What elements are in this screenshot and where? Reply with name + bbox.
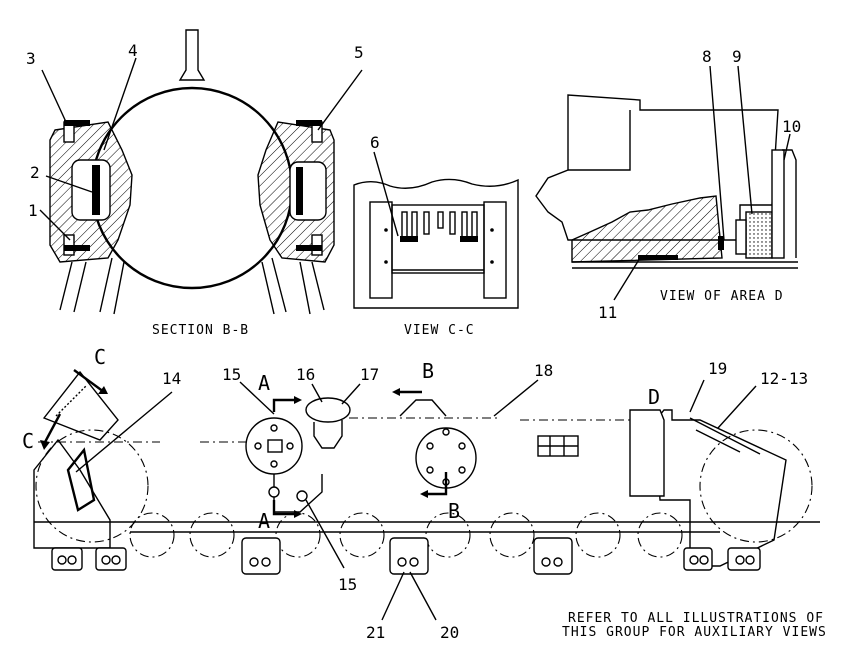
area-d-shim bbox=[638, 255, 678, 260]
callout-21: 21 bbox=[366, 623, 385, 642]
callout-19: 19 bbox=[708, 359, 727, 378]
front-guard bbox=[42, 370, 119, 441]
top-bracket bbox=[178, 29, 206, 81]
view-c-c bbox=[353, 151, 519, 309]
section-arrows bbox=[40, 369, 448, 518]
area-d-o-ring bbox=[718, 236, 724, 250]
callout-4: 4 bbox=[128, 41, 138, 60]
callout-15b: 15 bbox=[338, 575, 357, 594]
view-letter-a-lower: A bbox=[258, 509, 270, 533]
caption-view-c-c: VIEW C-C bbox=[404, 323, 475, 338]
view-c-outline bbox=[353, 178, 519, 309]
view-letter-c-lower: C bbox=[22, 429, 34, 453]
area-d-shaft bbox=[572, 261, 798, 269]
rear-guard bbox=[689, 417, 761, 455]
rear-idler bbox=[699, 429, 813, 543]
front-support bbox=[66, 447, 96, 512]
pivot-bracket bbox=[399, 399, 447, 417]
callout-11: 11 bbox=[598, 303, 617, 322]
caption-section-b-b: SECTION B-B bbox=[152, 323, 249, 338]
callout-18: 18 bbox=[534, 361, 553, 380]
area-d-ring bbox=[735, 219, 747, 255]
arrow-a-top bbox=[272, 398, 294, 412]
left-bearing-block bbox=[71, 159, 111, 221]
refer-note-line-1: REFER TO ALL ILLUSTRATIONS OF bbox=[568, 611, 824, 626]
left-seal-bar bbox=[92, 165, 100, 215]
view-letter-c-upper: C bbox=[94, 345, 106, 369]
view-letter-a-upper: A bbox=[258, 371, 270, 395]
callout-12-13: 12-13 bbox=[760, 369, 808, 388]
left-plate bbox=[369, 201, 393, 299]
refer-note-line-2: THIS GROUP FOR AUXILIARY VIEWS bbox=[562, 625, 827, 640]
area-d-hatch bbox=[571, 195, 723, 263]
callout-3: 3 bbox=[26, 49, 36, 68]
view-letters: C C A A B B D bbox=[22, 345, 660, 533]
arrow-c-top bbox=[73, 369, 105, 393]
area-d-collar bbox=[771, 149, 785, 259]
guard-body bbox=[391, 204, 485, 274]
area-d-seal bbox=[745, 211, 773, 259]
arrow-a-bottom bbox=[272, 500, 294, 516]
right-bearing-block bbox=[289, 161, 327, 221]
leg-2 bbox=[99, 257, 125, 315]
view-area-d bbox=[535, 65, 798, 301]
callout-17: 17 bbox=[360, 365, 379, 384]
cover-cap bbox=[305, 397, 351, 423]
right-plate bbox=[483, 201, 507, 299]
view-letter-b-upper: B bbox=[422, 359, 434, 383]
plate-bracket bbox=[273, 474, 323, 513]
callout-9: 9 bbox=[732, 47, 742, 66]
area-d-leaders bbox=[613, 65, 791, 301]
caption-view-area-d: VIEW OF AREA D bbox=[660, 289, 784, 304]
bolt-head-left-top bbox=[64, 120, 90, 126]
callout-8: 8 bbox=[702, 47, 712, 66]
track-rollers bbox=[129, 512, 683, 558]
plate-center bbox=[267, 439, 283, 453]
callout-20: 20 bbox=[440, 623, 459, 642]
leg-3 bbox=[261, 257, 287, 315]
callout-6: 6 bbox=[370, 133, 380, 152]
captions: SECTION B-B VIEW C-C VIEW OF AREA D REFE… bbox=[152, 289, 827, 640]
callouts: 3 4 5 2 1 6 8 9 10 11 14 15 16 17 18 19 … bbox=[26, 41, 808, 642]
section-b-leaders bbox=[39, 57, 363, 241]
cover-neck bbox=[313, 420, 343, 449]
arrow-b-bottom bbox=[426, 472, 448, 496]
callout-10: 10 bbox=[782, 117, 801, 136]
callout-2: 2 bbox=[30, 163, 40, 182]
view-letter-b-lower: B bbox=[448, 499, 460, 523]
label-plate bbox=[537, 435, 579, 457]
rear-frame bbox=[655, 409, 787, 567]
view-letter-d: D bbox=[648, 385, 660, 409]
main-view-leaders bbox=[75, 379, 757, 621]
frame-centerline bbox=[38, 417, 640, 443]
callout-1: 1 bbox=[28, 201, 38, 220]
callout-5: 5 bbox=[354, 43, 364, 62]
rear-mount-block bbox=[629, 409, 665, 497]
bolt-head-right-top bbox=[296, 120, 322, 126]
guard-bolts bbox=[400, 211, 478, 242]
callout-15a: 15 bbox=[222, 365, 241, 384]
section-b-b bbox=[39, 29, 363, 315]
front-frame bbox=[33, 438, 111, 549]
roller-frame-view bbox=[33, 369, 820, 621]
bolt-head-right-bottom bbox=[296, 245, 322, 251]
right-seal-bar bbox=[296, 167, 303, 215]
leader-6 bbox=[373, 151, 399, 237]
leg-1 bbox=[59, 261, 87, 313]
leg-4 bbox=[299, 261, 325, 315]
arrow-c-bottom bbox=[42, 413, 62, 445]
bolt-head-left-bottom bbox=[64, 245, 90, 251]
guard-bolt-heads bbox=[57, 555, 755, 567]
callout-14: 14 bbox=[162, 369, 181, 388]
area-d-step bbox=[568, 110, 631, 171]
callout-16: 16 bbox=[296, 365, 315, 384]
front-idler bbox=[35, 429, 149, 543]
